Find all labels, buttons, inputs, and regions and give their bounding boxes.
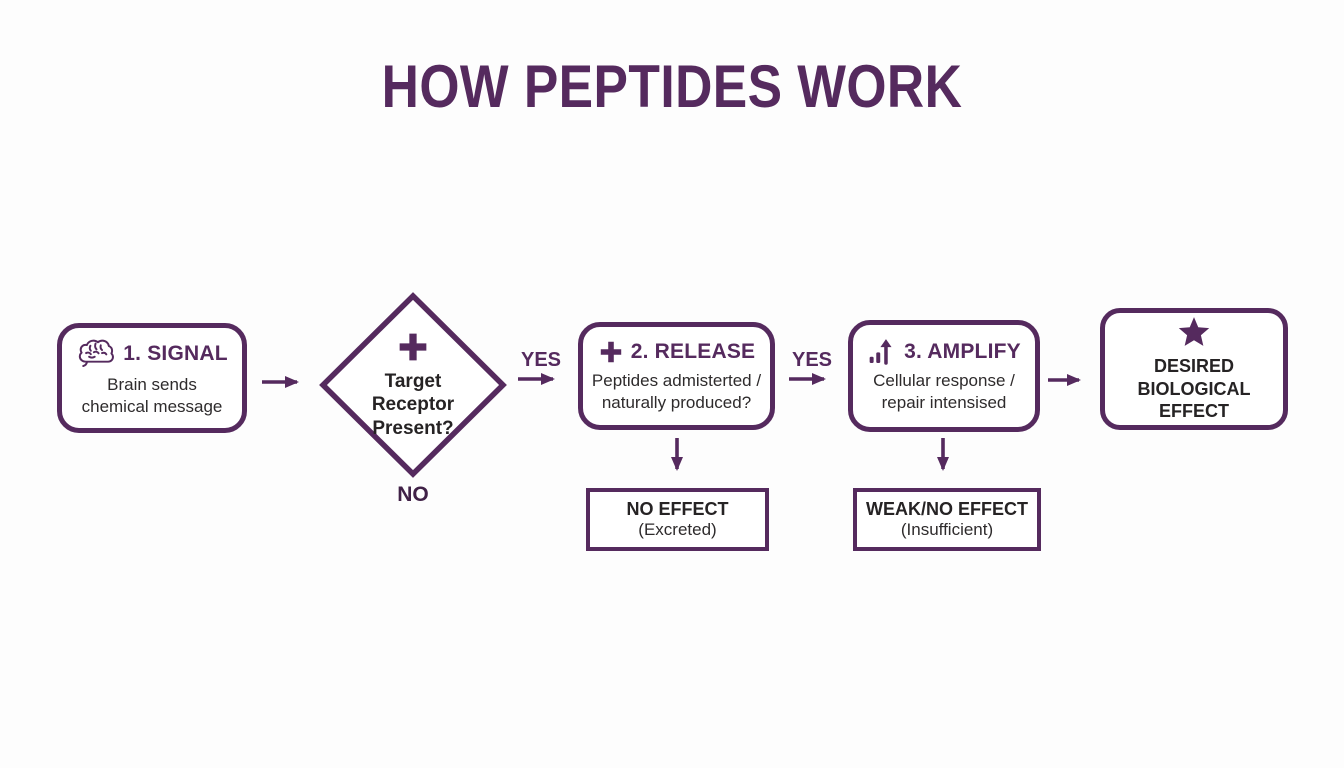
- release-header: 2. RELEASE: [598, 339, 756, 365]
- plus-icon: [396, 330, 430, 364]
- no-effect-subtitle: (Excreted): [638, 520, 717, 540]
- star-icon: [1177, 315, 1211, 349]
- signal-description: Brain sends chemical message: [81, 375, 223, 416]
- signal-header: 1. SIGNAL: [76, 338, 228, 369]
- weak-effect-box: WEAK/NO EFFECT (Insufficient): [853, 488, 1041, 551]
- amplify-node: 3. AMPLIFY Cellular response / repair in…: [848, 320, 1040, 432]
- page-title: HOW PEPTIDES WORK: [381, 53, 963, 120]
- weak-effect-subtitle: (Insufficient): [900, 520, 994, 540]
- signal-step-label: 1. SIGNAL: [123, 342, 228, 366]
- plus-icon: [598, 339, 624, 365]
- amplify-description: Cellular response / repair intensised: [873, 371, 1015, 412]
- no-branch-label: NO: [397, 483, 429, 506]
- no-effect-box: NO EFFECT (Excreted): [586, 488, 769, 551]
- brain-icon: [76, 338, 116, 369]
- weak-effect-title: WEAK/NO EFFECT: [866, 498, 1028, 519]
- yes-branch-label-right: YES: [791, 349, 833, 371]
- release-step-label: 2. RELEASE: [630, 340, 756, 364]
- chart-up-icon: [867, 338, 897, 365]
- decision-diamond: [319, 292, 507, 478]
- decision-question: Target Receptor Present?: [371, 371, 455, 439]
- decision-content: Target Receptor Present?: [353, 318, 473, 452]
- effect-node: DESIRED BIOLOGICAL EFFECT: [1100, 308, 1288, 430]
- release-node: 2. RELEASE Peptides admisterted / natura…: [578, 322, 775, 430]
- no-effect-title: NO EFFECT: [626, 498, 729, 519]
- release-description: Peptides admisterted / naturally produce…: [591, 370, 762, 412]
- signal-node: 1. SIGNAL Brain sends chemical message: [57, 323, 247, 433]
- effect-label: DESIRED BIOLOGICAL EFFECT: [1137, 356, 1251, 422]
- yes-branch-label-left: YES: [520, 349, 562, 371]
- amplify-step-label: 3. AMPLIFY: [904, 340, 1021, 364]
- amplify-header: 3. AMPLIFY: [867, 338, 1021, 365]
